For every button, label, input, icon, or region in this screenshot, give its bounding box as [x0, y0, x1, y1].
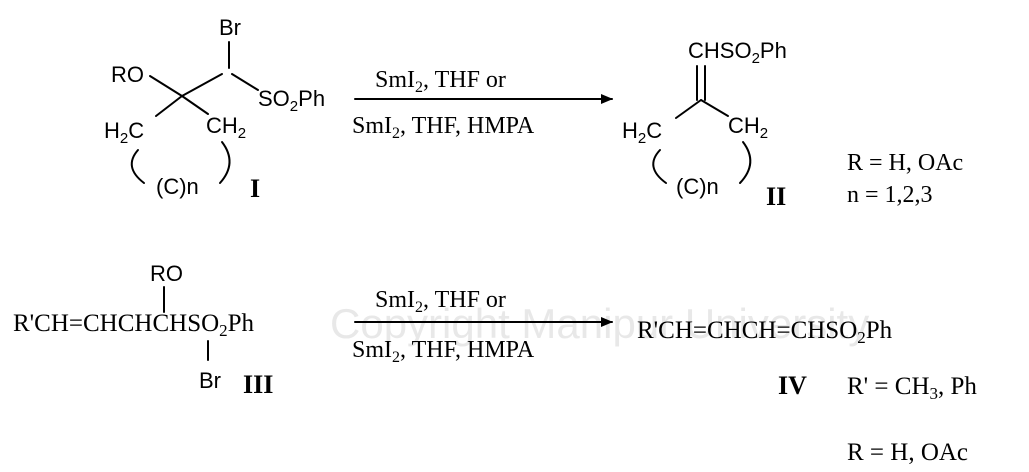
compound-i-so2ph: SO2Ph	[258, 86, 325, 115]
compound-ii-label: II	[766, 182, 786, 211]
bond-ch-so2	[231, 73, 259, 91]
compound-i-label: I	[250, 174, 260, 203]
ring-left-arc	[130, 149, 145, 184]
note-r-scheme1: R = H, OAc	[847, 150, 963, 176]
compound-i-br: Br	[219, 15, 241, 40]
compound-ii-chso2ph: CHSO2Ph	[688, 38, 787, 67]
reaction-arrow-2: SmI2, THF or SmI2, THF, HMPA	[352, 287, 613, 366]
bond-c-ch	[181, 73, 223, 97]
compound-iv-formula: R'CH=CHCH=CHSO2Ph	[637, 317, 893, 347]
compound-iii-ro: RO	[150, 261, 183, 286]
scheme-2: RO R'CH=CHCHCHSO2Ph Br III SmI2, THF or …	[13, 261, 977, 466]
bond-c-ch2	[181, 95, 209, 115]
conditions-1-line2: SmI2, THF, HMPA	[352, 113, 535, 142]
ring-right-arc	[219, 141, 231, 184]
compound-iii-label: III	[243, 370, 273, 399]
compound-i-h2c: H2C	[104, 118, 144, 147]
reaction-arrow-1: SmI2, THF or SmI2, THF, HMPA	[352, 67, 613, 142]
compound-i-ch2: CH2	[206, 113, 246, 142]
compound-ii: CHSO2Ph H2C CH2 (C)n II	[622, 38, 787, 211]
compound-ii-ring: (C)n	[676, 174, 719, 199]
scheme-1: Br RO SO2Ph H2C CH2 (C)n I SmI2, THF or …	[104, 15, 963, 211]
compound-iii-formula: R'CH=CHCHCHSO2Ph	[13, 310, 255, 340]
compound-i-ro: RO	[111, 62, 144, 87]
ring-left-arc-ii	[652, 149, 667, 184]
bond-ro-c	[149, 75, 183, 97]
note-r-scheme2: R = H, OAc	[847, 439, 968, 466]
bond-c-ch2-ii	[700, 99, 729, 117]
compound-iv: R'CH=CHCH=CHSO2Ph IV R' = CH3, Ph R = H,…	[637, 317, 977, 466]
watermark: Copyright Manipur University	[330, 300, 869, 347]
compound-i: Br RO SO2Ph H2C CH2 (C)n I	[104, 15, 325, 203]
ring-right-arc-ii	[739, 141, 752, 184]
compound-ii-h2c: H2C	[622, 118, 662, 147]
compound-ii-ch2: CH2	[728, 113, 768, 142]
compound-i-ring: (C)n	[156, 174, 199, 199]
note-rprime-scheme2: R' = CH3, Ph	[847, 373, 977, 403]
conditions-1-line1: SmI2, THF or	[375, 67, 506, 96]
note-n-scheme1: n = 1,2,3	[847, 182, 933, 208]
conditions-2-line2: SmI2, THF, HMPA	[352, 337, 535, 366]
bond-c-h2c	[155, 95, 183, 117]
compound-iv-label: IV	[778, 371, 807, 400]
compound-iii: RO R'CH=CHCHCHSO2Ph Br III	[13, 261, 273, 399]
conditions-2-line1: SmI2, THF or	[375, 287, 506, 316]
bond-c-h2c-ii	[675, 99, 702, 119]
compound-iii-br: Br	[199, 368, 221, 393]
